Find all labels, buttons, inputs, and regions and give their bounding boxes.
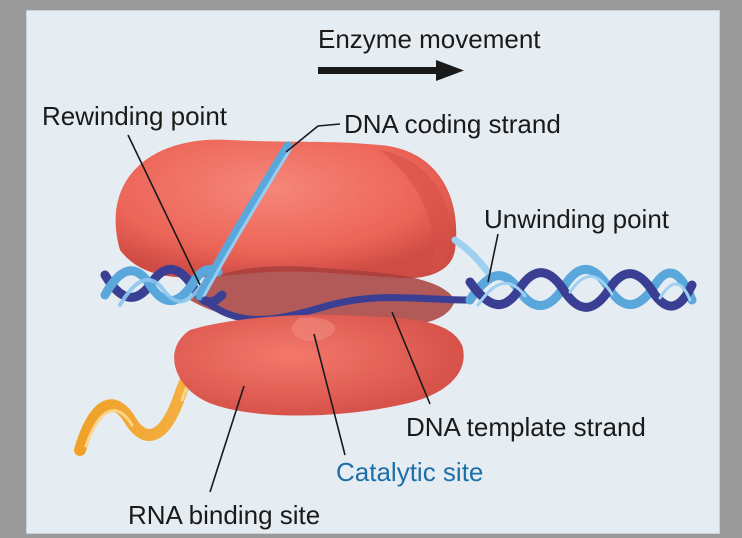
enzyme-upper-lobe [115, 139, 457, 279]
dna-right-helix [451, 236, 697, 312]
catalytic-site-label: Catalytic site [336, 457, 484, 487]
enzyme-cleft-shadow [190, 266, 455, 327]
dna-template-strand-label: DNA template strand [406, 412, 646, 442]
rna-binding-leader [209, 385, 245, 493]
rewinding-point-label: Rewinding point [42, 101, 228, 131]
enzyme-movement-label: Enzyme movement [318, 24, 541, 54]
enzyme-movement-arrow [318, 60, 464, 81]
leader-lines [127, 123, 499, 493]
dna-coding-strand [195, 141, 293, 301]
dna-template-strand [201, 294, 474, 323]
enzyme-lower-lobe [174, 314, 464, 416]
unwinding-leader [487, 233, 499, 283]
coding-strand-leader [285, 123, 341, 153]
unwinding-point-label: Unwinding point [484, 204, 670, 234]
catalytic-site-leader [313, 333, 346, 456]
dna-coding-strand-label: DNA coding strand [344, 109, 561, 139]
rna-binding-site-label: RNA binding site [128, 500, 321, 530]
rewinding-leader [127, 134, 201, 286]
template-strand-leader [391, 311, 431, 405]
